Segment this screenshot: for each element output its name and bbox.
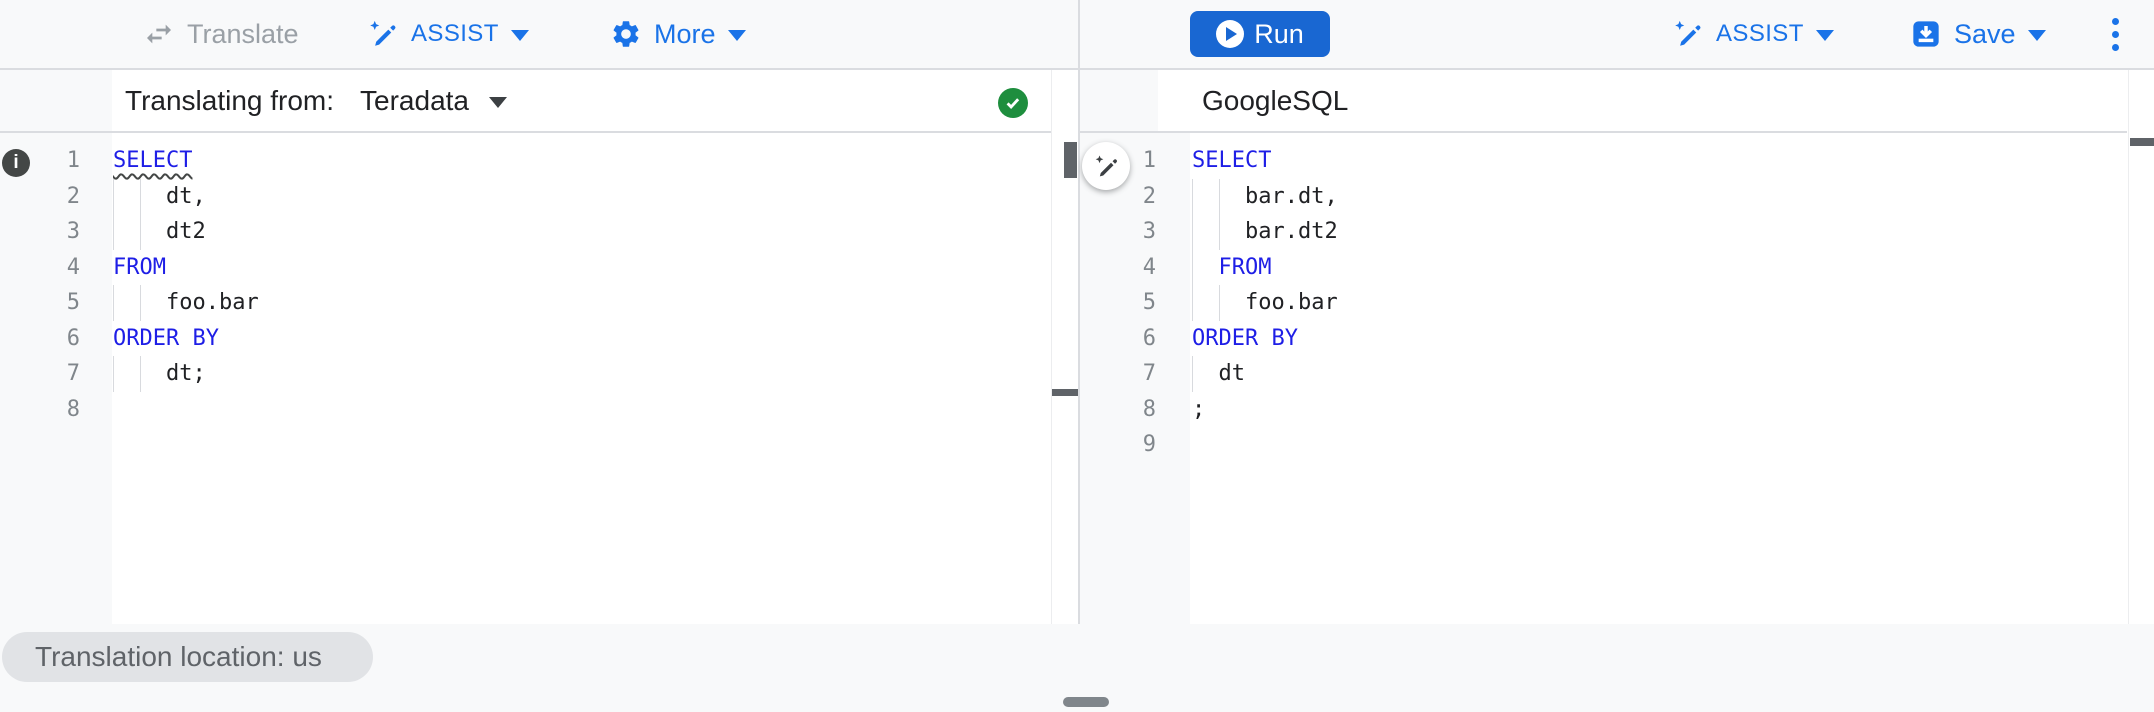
line-number: 5	[66, 290, 80, 315]
line-number: 1	[66, 148, 80, 173]
result-header: GoogleSQL	[1202, 70, 1348, 131]
line-number: 3	[1142, 219, 1156, 244]
indent-guide	[1192, 285, 1193, 321]
translate-swap-icon	[147, 24, 171, 44]
scrollbar-track-border	[1051, 70, 1052, 624]
code-line[interactable]: SELECT	[1192, 148, 1272, 173]
info-icon[interactable]: i	[2, 149, 30, 177]
header-background	[1158, 70, 2154, 131]
assist-wand-icon	[370, 20, 396, 46]
source-dialect-value: Teradata	[360, 84, 469, 116]
overview-ruler-mark	[2130, 138, 2154, 146]
toolbar: Translate ASSIST More Run	[0, 0, 2154, 70]
line-number: 1	[1142, 148, 1156, 173]
indent-guide	[139, 356, 141, 392]
code-line[interactable]: dt,	[113, 183, 206, 209]
code-line[interactable]: FROM	[113, 254, 166, 280]
line-number: 8	[1142, 396, 1156, 422]
save-button[interactable]: Save	[1910, 0, 2046, 68]
more-button[interactable]: More	[610, 0, 746, 68]
chevron-down-icon	[1815, 30, 1834, 41]
assist-wand-icon	[1675, 20, 1701, 46]
save-button-label: Save	[1954, 18, 2016, 49]
indent-guide	[113, 285, 114, 321]
indent-guide	[1218, 178, 1220, 214]
indent-guide	[113, 356, 114, 392]
assist-wand-fab[interactable]	[1082, 142, 1130, 190]
scrollbar-thumb[interactable]	[1064, 142, 1077, 178]
line-number: 9	[1142, 432, 1156, 457]
assist-button-left[interactable]: ASSIST	[367, 0, 529, 68]
indent-guide	[139, 178, 141, 214]
panel-divider[interactable]	[1078, 0, 1080, 624]
code-line[interactable]: dt2	[113, 219, 206, 244]
line-number: 4	[1142, 254, 1156, 280]
assist-wand-icon	[1095, 154, 1117, 176]
code-line[interactable]: ORDER BY	[1192, 325, 1298, 351]
indent-guide	[1218, 285, 1220, 321]
code-line[interactable]: foo.bar	[113, 290, 259, 315]
chevron-down-icon	[727, 30, 746, 41]
indent-guide	[1218, 214, 1220, 250]
more-gear-icon	[613, 21, 639, 47]
header-divider	[0, 131, 1051, 133]
chevron-down-icon	[489, 96, 507, 108]
code-line[interactable]: FROM	[1218, 254, 1272, 280]
line-number: 6	[1142, 325, 1156, 351]
code-line[interactable]: ;	[1192, 396, 1206, 422]
code-line[interactable]: bar.dt2	[1192, 219, 1338, 244]
resize-handle[interactable]	[1063, 697, 1109, 707]
more-options-icon[interactable]	[2106, 0, 2125, 68]
indent-guide	[113, 214, 114, 250]
code-line[interactable]: dt;	[113, 361, 206, 386]
indent-guide	[1192, 249, 1193, 285]
assist-button-label: ASSIST	[1716, 20, 1804, 47]
translation-location-chip: Translation location: us	[2, 632, 373, 682]
googlesql-label: GoogleSQL	[1202, 84, 1349, 116]
line-number: 2	[1142, 183, 1156, 209]
chevron-down-icon	[2027, 30, 2046, 41]
code-line[interactable]: SELECT	[113, 148, 193, 173]
source-dialect-select[interactable]: Teradata	[360, 85, 507, 117]
line-number: 6	[66, 325, 80, 351]
translate-button-label: Translate	[187, 18, 299, 49]
line-number: 2	[66, 183, 80, 209]
overview-ruler-mark	[1052, 389, 1078, 396]
save-icon	[1913, 21, 1939, 47]
line-number: 7	[1142, 361, 1156, 386]
success-check-icon	[998, 88, 1028, 118]
line-number: 3	[66, 219, 80, 244]
chevron-down-icon	[510, 30, 529, 41]
code-line[interactable]: bar.dt,	[1192, 183, 1338, 209]
translation-location-label: Translation location: us	[35, 641, 322, 672]
source-editor-panel: Translating from: Teradata i 1 SELECT 2 dt…	[0, 70, 1078, 624]
indent-guide	[139, 285, 141, 321]
translating-from-label: Translating from:	[125, 84, 335, 116]
run-button[interactable]: Run	[1190, 11, 1330, 57]
run-button-label: Run	[1254, 18, 1304, 49]
code-line[interactable]: ORDER BY	[113, 325, 219, 351]
assist-button-right[interactable]: ASSIST	[1672, 0, 1834, 68]
run-play-icon	[1216, 20, 1245, 48]
indent-guide	[139, 214, 141, 250]
indent-guide	[1192, 356, 1193, 392]
indent-guide	[1192, 178, 1193, 214]
translate-button[interactable]: Translate	[143, 0, 299, 68]
indent-guide	[113, 178, 114, 214]
result-editor-panel: GoogleSQL 1 SELECT 2 bar.dt, 3 bar.dt2 4 FRO…	[1080, 70, 2154, 624]
header-divider	[1080, 131, 2127, 133]
source-header: Translating from: Teradata	[125, 70, 507, 131]
line-number: 5	[1142, 290, 1156, 315]
line-number: 4	[66, 254, 80, 280]
more-button-label: More	[654, 18, 716, 49]
assist-button-label: ASSIST	[411, 20, 499, 47]
line-number: 7	[66, 361, 80, 386]
code-line[interactable]: dt	[1192, 361, 1245, 386]
code-line[interactable]: foo.bar	[1192, 290, 1338, 315]
indent-guide	[1192, 214, 1193, 250]
scrollbar-track-border	[2128, 70, 2129, 624]
line-number: 8	[66, 396, 80, 422]
